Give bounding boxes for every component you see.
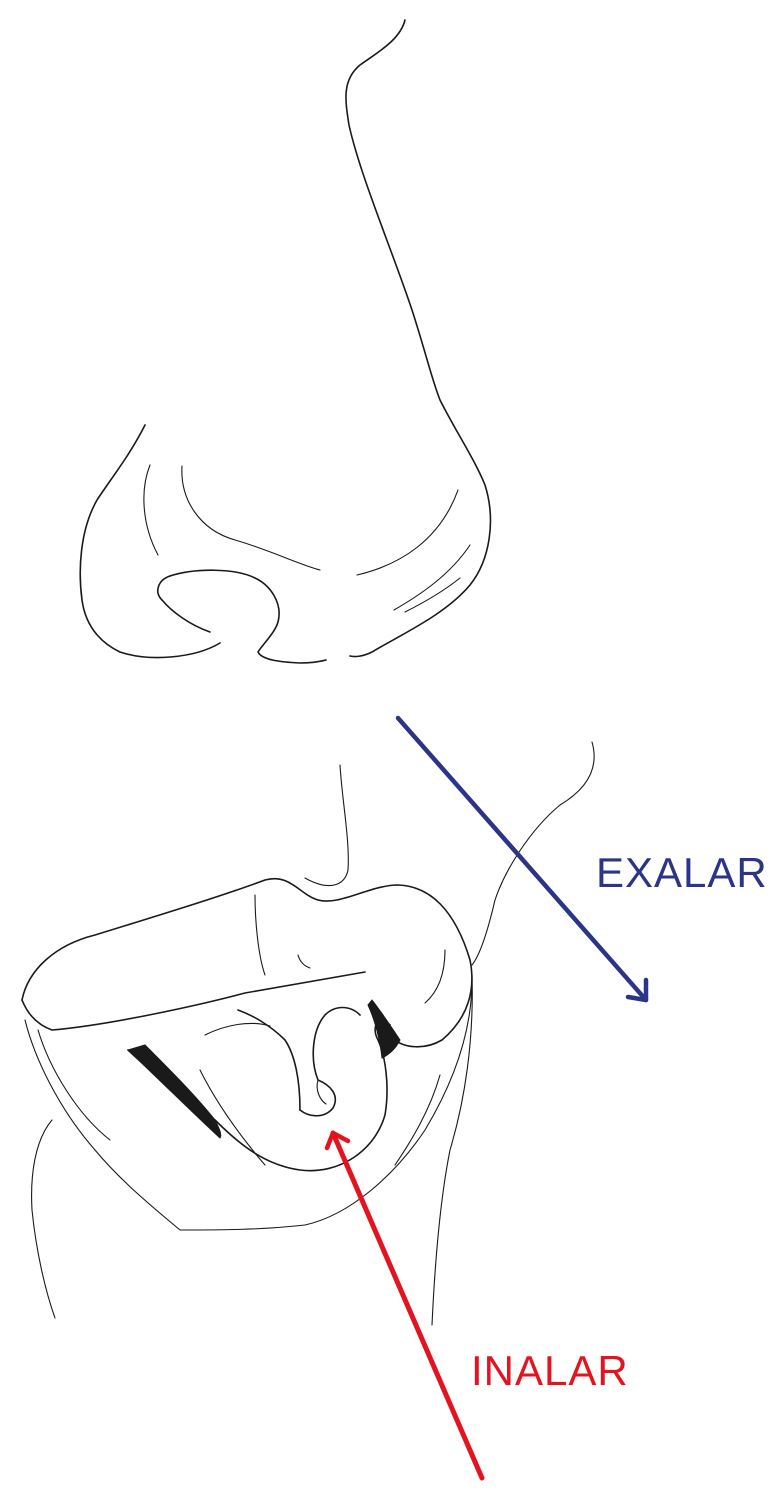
nose-wing-outline bbox=[79, 424, 221, 659]
jaw-outline bbox=[31, 1119, 56, 1319]
nose-tip-lower-line bbox=[393, 544, 471, 611]
tongue-tip bbox=[237, 1009, 301, 1111]
upper-lip-outline bbox=[21, 877, 473, 1048]
nose-tip-highlight bbox=[356, 489, 459, 576]
inhale-arrow-head bbox=[324, 1130, 351, 1151]
lower-lip-contour bbox=[24, 979, 473, 1231]
upper-lip-crease-2 bbox=[297, 954, 311, 969]
nose-tip-detail bbox=[181, 465, 321, 571]
inhale-arrow-shaft bbox=[330, 1130, 485, 1481]
upper-lip-corner-detail bbox=[424, 949, 446, 1004]
mouth-roof-line bbox=[204, 1022, 271, 1036]
lower-lip-outline bbox=[127, 1020, 391, 1172]
cheek-contour bbox=[471, 741, 595, 966]
exhale-arrow-head bbox=[625, 977, 649, 1003]
tongue-side-line bbox=[199, 1069, 266, 1166]
nose-tip-lower-line-2 bbox=[404, 577, 461, 613]
upper-lip-crease bbox=[254, 894, 266, 976]
chin-right-outline bbox=[431, 974, 473, 1326]
philtrum-left bbox=[304, 764, 349, 887]
exhale-arrow bbox=[395, 715, 649, 1003]
exhale-label: EXALAR bbox=[596, 849, 768, 896]
nostril-inner bbox=[157, 575, 211, 633]
inhale-arrow bbox=[324, 1130, 485, 1481]
lower-lip-inner bbox=[37, 1029, 111, 1141]
nose-bridge-outline bbox=[345, 19, 492, 658]
nostril-outline bbox=[169, 569, 327, 664]
mouth-illustration bbox=[21, 741, 595, 1326]
lower-lip-shadow-left bbox=[127, 1044, 222, 1139]
mouth-corner-shadow-right bbox=[367, 999, 401, 1059]
inhale-label: INALAR bbox=[471, 1347, 629, 1394]
nose-illustration bbox=[79, 19, 492, 664]
lower-lip-right bbox=[394, 1074, 441, 1166]
upper-lip-lower-edge bbox=[21, 971, 366, 1031]
exhale-arrow-shaft bbox=[395, 715, 649, 1003]
alar-crease bbox=[143, 464, 159, 556]
tongue-curl bbox=[299, 1006, 361, 1117]
tongue-inner-line bbox=[316, 1079, 327, 1105]
